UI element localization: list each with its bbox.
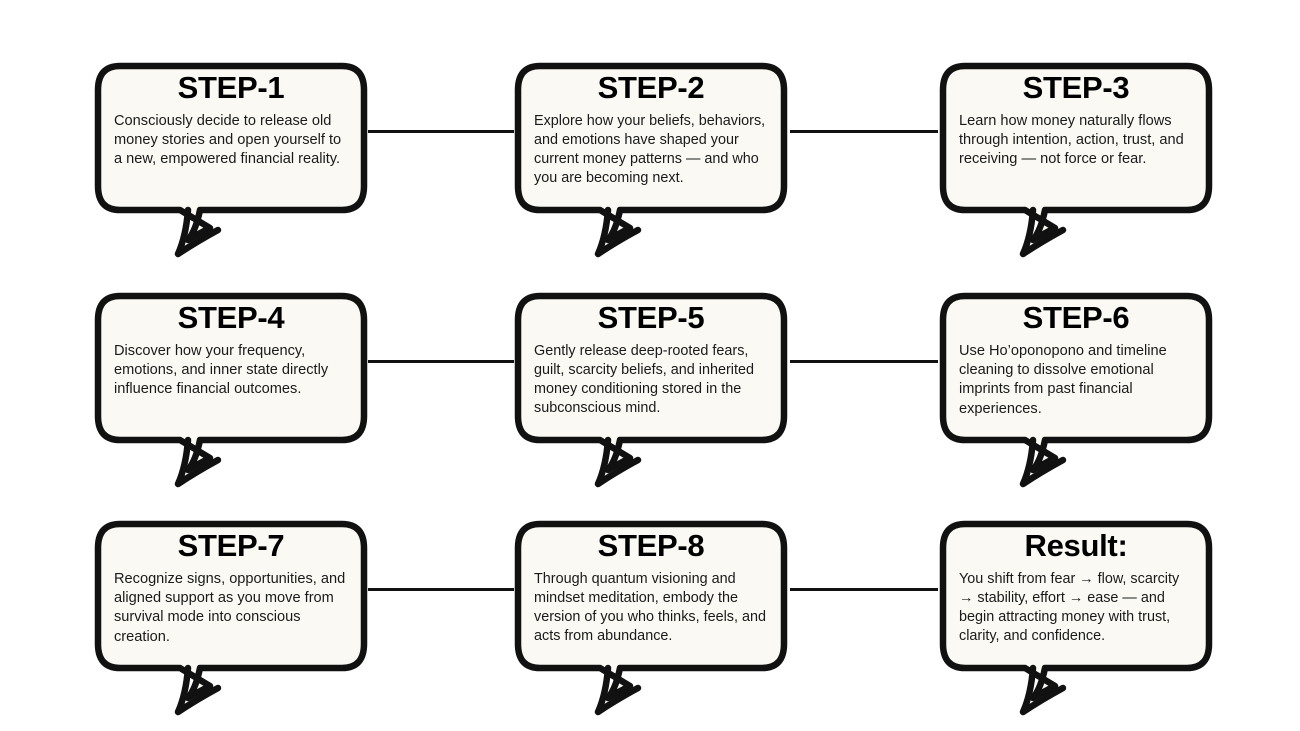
- bubble-content-step-1: STEP-1 Consciously decide to release old…: [92, 58, 370, 210]
- speech-bubble-shape-icon: [514, 520, 788, 716]
- connector-step-5-step-6: [790, 360, 938, 363]
- bubble-title: STEP-3: [1022, 70, 1130, 105]
- speech-bubble-step-8[interactable]: STEP-8 Through quantum visioning and min…: [512, 516, 790, 721]
- speech-bubble-step-2[interactable]: STEP-2 Explore how your beliefs, behavio…: [512, 58, 790, 263]
- speech-bubble-step-5[interactable]: STEP-5 Gently release deep-rooted fears,…: [512, 288, 790, 493]
- bubble-content-step-8: STEP-8 Through quantum visioning and min…: [512, 516, 790, 668]
- speech-bubble-shape-icon: [939, 520, 1213, 716]
- bubble-content-step-3: STEP-3 Learn how money naturally flows t…: [937, 58, 1215, 210]
- bubble-title: STEP-5: [597, 300, 705, 335]
- bubble-title: STEP-2: [597, 70, 705, 105]
- speech-bubble-step-3[interactable]: STEP-3 Learn how money naturally flows t…: [937, 58, 1215, 263]
- speech-bubble-step-7[interactable]: STEP-7 Recognize signs, opportunities, a…: [92, 516, 370, 721]
- bubble-title: STEP-8: [597, 528, 705, 563]
- speech-bubble-shape-icon: [94, 62, 368, 258]
- bubble-body: Explore how your beliefs, behaviors, and…: [534, 112, 766, 187]
- speech-bubble-step-4[interactable]: STEP-4 Discover how your frequency, emot…: [92, 288, 370, 493]
- bubble-title: STEP-4: [177, 300, 285, 335]
- bubble-title: STEP-1: [177, 70, 285, 105]
- bubble-body: Use Ho’oponopono and timeline cleaning t…: [959, 342, 1167, 417]
- connector-step-4-step-5: [368, 360, 514, 363]
- speech-bubble-result[interactable]: Result: You shift from fear → flow, scar…: [937, 516, 1215, 721]
- bubble-body: Consciously decide to release old money …: [114, 112, 342, 168]
- connector-step-2-step-3: [790, 130, 938, 133]
- speech-bubble-step-1[interactable]: STEP-1 Consciously decide to release old…: [92, 58, 370, 263]
- speech-bubble-shape-icon: [514, 62, 788, 258]
- bubble-body: Gently release deep-rooted fears, guilt,…: [534, 342, 754, 417]
- bubble-body: Recognize signs, opportunities, and alig…: [114, 570, 346, 645]
- bubble-content-step-2: STEP-2 Explore how your beliefs, behavio…: [512, 58, 790, 210]
- bubble-title: STEP-6: [1022, 300, 1130, 335]
- bubble-content-step-4: STEP-4 Discover how your frequency, emot…: [92, 288, 370, 440]
- connector-step-7-step-8: [368, 588, 514, 591]
- bubble-content-step-7: STEP-7 Recognize signs, opportunities, a…: [92, 516, 370, 668]
- bubble-body: Learn how money naturally flows through …: [959, 112, 1184, 168]
- speech-bubble-shape-icon: [94, 292, 368, 488]
- bubble-content-result: Result: You shift from fear → flow, scar…: [937, 516, 1215, 668]
- bubble-title: STEP-7: [177, 528, 285, 563]
- bubble-body: Through quantum visioning and mindset me…: [534, 570, 766, 645]
- bubble-title: Result:: [1024, 528, 1128, 563]
- speech-bubble-shape-icon: [94, 520, 368, 716]
- bubble-content-step-5: STEP-5 Gently release deep-rooted fears,…: [512, 288, 790, 440]
- bubble-body: You shift from fear → flow, scarcity → s…: [959, 570, 1180, 645]
- speech-bubble-shape-icon: [514, 292, 788, 488]
- connector-step-8-result: [790, 588, 938, 591]
- speech-bubble-shape-icon: [939, 62, 1213, 258]
- speech-bubble-shape-icon: [939, 292, 1213, 488]
- speech-bubble-step-6[interactable]: STEP-6 Use Ho’oponopono and timeline cle…: [937, 288, 1215, 493]
- connector-step-1-step-2: [368, 130, 514, 133]
- bubble-body: Discover how your frequency, emotions, a…: [114, 342, 329, 398]
- bubble-content-step-6: STEP-6 Use Ho’oponopono and timeline cle…: [937, 288, 1215, 440]
